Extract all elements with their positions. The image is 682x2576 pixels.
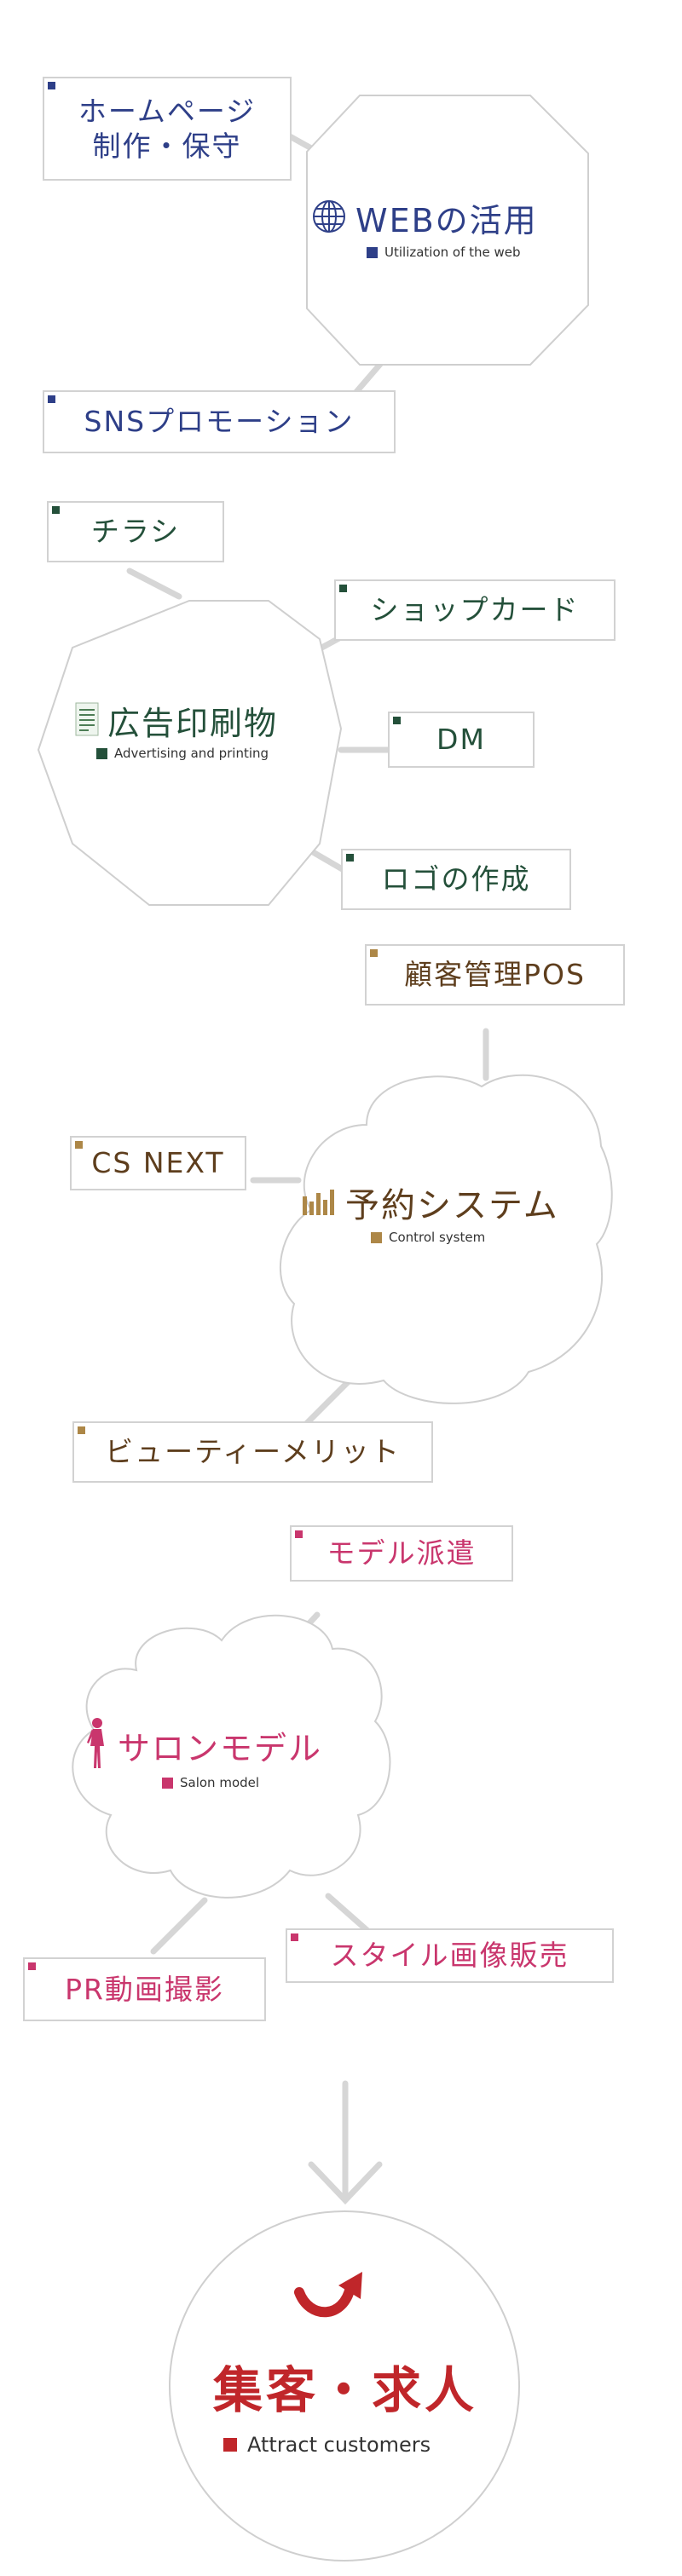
node-sns-promotion-label: SNSプロモーション (84, 405, 355, 439)
goal-title: 集客・求人 (213, 2361, 478, 2419)
system-subtitle-text: Control system (389, 1230, 486, 1245)
node-beauty-merit: ビューティーメリット (72, 1421, 433, 1483)
node-homepage: ホームページ 制作・保守 (43, 77, 292, 181)
web-hub-subtitle: Utilization of the web (367, 245, 521, 260)
node-shop-card-label: ショップカード (370, 593, 580, 627)
node-flyer-label: チラシ (90, 515, 181, 549)
bar-chart-icon (303, 1186, 337, 1219)
goal-subtitle-marker (223, 2438, 237, 2452)
node-dm-label: DM (436, 723, 486, 757)
salon-hub-title: サロンモデル (118, 1729, 323, 1767)
web-hub-title: WEBの活用 (355, 202, 538, 239)
connector-print-flyer (126, 568, 182, 600)
salon-subtitle-marker (162, 1777, 173, 1789)
goal-hub-circle (169, 2210, 520, 2562)
system-hub-subtitle: Control system (371, 1230, 485, 1245)
globe-icon (311, 199, 347, 238)
connector-salon-pr (150, 1897, 208, 1955)
print-subtitle-marker (96, 747, 107, 759)
node-pr-video: PR動画撮影 (23, 1957, 266, 2021)
node-cs-next: CS NEXT (70, 1136, 246, 1190)
arrow-down-head (308, 2161, 383, 2205)
node-flyer: チラシ (47, 501, 224, 562)
curved-arrow-icon (294, 2267, 371, 2338)
goal-subtitle: Attract customers (223, 2433, 431, 2457)
system-hub-label: 予約システム (303, 1178, 559, 1227)
node-cs-next-label: CS NEXT (91, 1146, 225, 1180)
system-subtitle-marker (371, 1231, 382, 1243)
node-logo: ロゴの作成 (341, 849, 571, 910)
salon-hub-subtitle: Salon model (162, 1775, 259, 1790)
node-logo-label: ロゴの作成 (381, 862, 531, 896)
node-sns-promotion: SNSプロモーション (43, 390, 396, 453)
web-hub-octagon (306, 95, 589, 366)
web-subtitle-text: Utilization of the web (384, 245, 521, 260)
print-subtitle-text: Advertising and printing (114, 746, 269, 761)
node-pr-video-label: PR動画撮影 (65, 1972, 224, 2006)
node-homepage-label: ホームページ 制作・保守 (78, 94, 257, 163)
node-customer-pos: 顧客管理POS (365, 944, 625, 1006)
print-hub-decagon (37, 600, 343, 906)
node-model-dispatch: モデル派遣 (290, 1525, 513, 1582)
node-style-image-sales-label: スタイル画像販売 (330, 1939, 569, 1973)
node-shop-card: ショップカード (334, 579, 616, 641)
system-hub-title: 予約システム (345, 1186, 559, 1225)
node-model-dispatch-label: モデル派遣 (327, 1536, 477, 1570)
print-hub-subtitle: Advertising and printing (96, 746, 269, 761)
salon-hub-label: サロンモデル (85, 1717, 322, 1773)
node-beauty-merit-label: ビューティーメリット (105, 1435, 401, 1469)
system-hub-cloud (279, 1074, 613, 1404)
salon-hub-cloud (72, 1614, 391, 1899)
node-dm: DM (388, 712, 535, 768)
woman-figure-icon (85, 1717, 109, 1773)
document-icon (75, 702, 99, 740)
node-customer-pos-label: 顧客管理POS (404, 958, 586, 992)
web-hub-label: WEBの活用 (311, 194, 538, 241)
salon-subtitle-text: Salon model (180, 1775, 260, 1790)
print-hub-label: 広告印刷物 (75, 697, 278, 744)
goal-subtitle-text: Attract customers (247, 2433, 431, 2457)
print-hub-title: 広告印刷物 (107, 705, 279, 742)
web-subtitle-marker (367, 246, 378, 258)
node-style-image-sales: スタイル画像販売 (286, 1928, 614, 1983)
